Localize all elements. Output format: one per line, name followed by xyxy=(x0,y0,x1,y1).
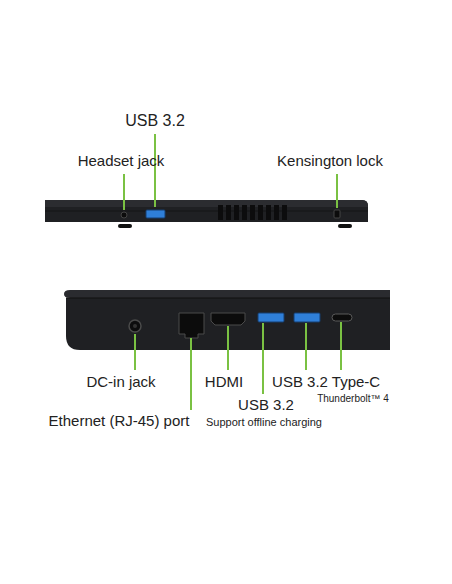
port-label: DC-in jack xyxy=(86,373,155,390)
port-label: USB 3.2 xyxy=(125,112,185,130)
port-label: Thunderbolt™ 4 xyxy=(317,393,389,405)
port-label: USB 3.2 xyxy=(272,373,328,390)
port-label: Type-C xyxy=(332,373,380,390)
port-label: Headset jack xyxy=(78,152,165,169)
port-label: Kensington lock xyxy=(277,152,383,169)
port-label: USB 3.2 xyxy=(238,396,294,413)
port-label: Support offline charging xyxy=(206,416,322,429)
port-label: HDMI xyxy=(205,373,243,390)
port-label: Ethernet (RJ-45) port xyxy=(49,412,190,429)
